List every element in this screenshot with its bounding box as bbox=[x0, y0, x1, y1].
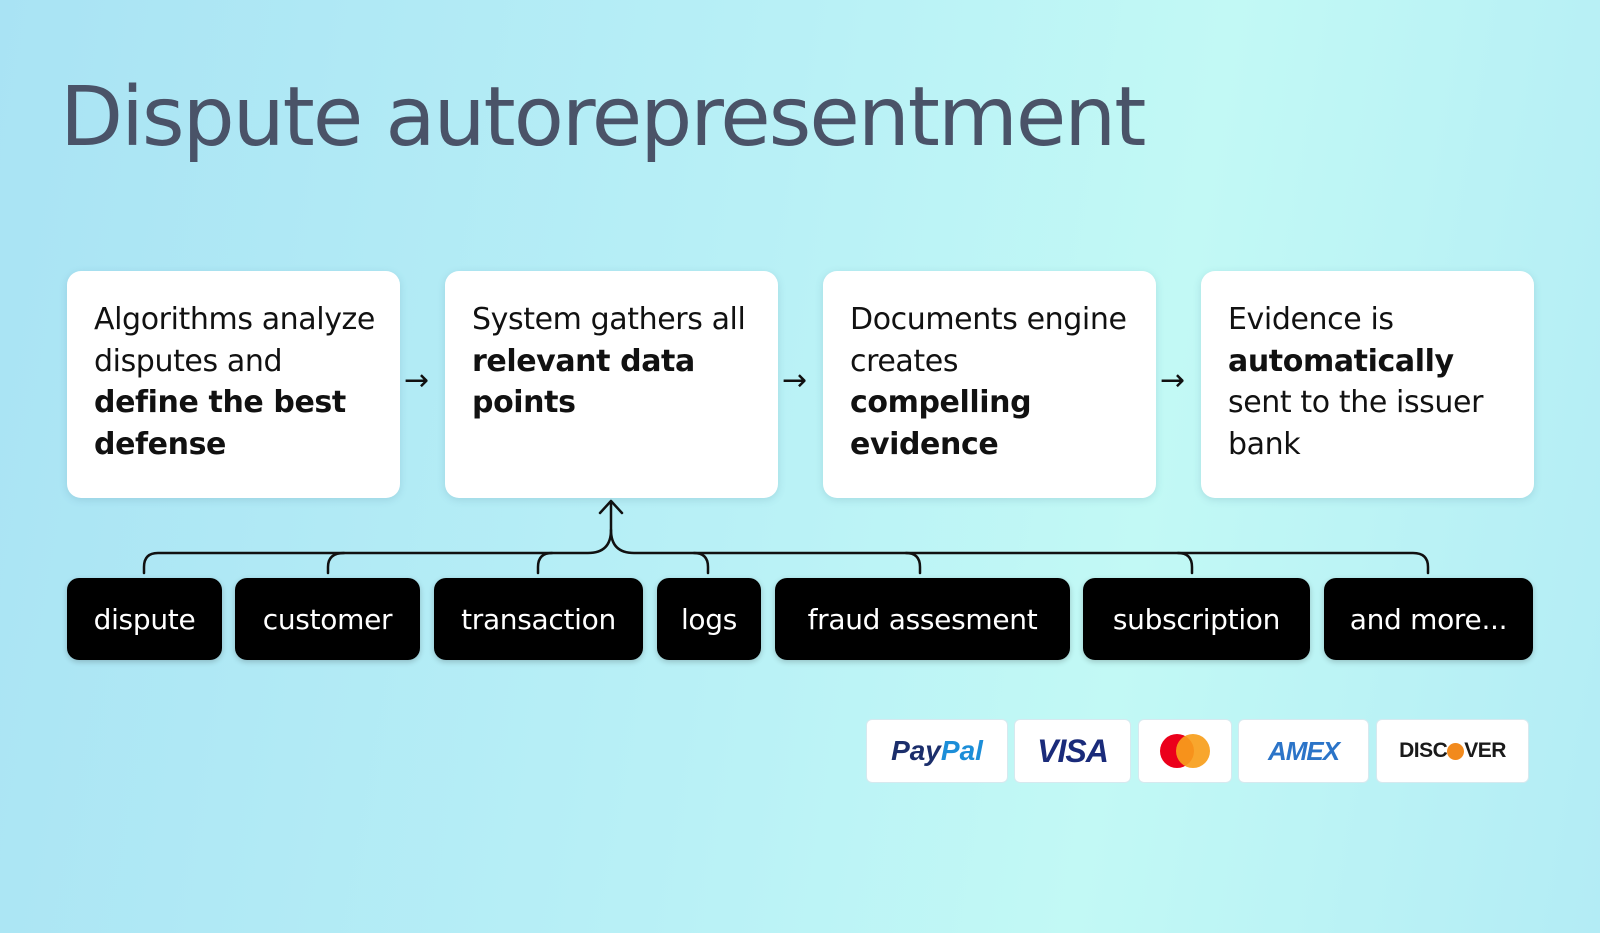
step-text: Evidence is automatically sent to the is… bbox=[1228, 299, 1516, 465]
step-text-bold: relevant data points bbox=[472, 343, 695, 421]
step-text-run: Algorithms analyze disputes and bbox=[94, 302, 375, 379]
mastercard-icon bbox=[1160, 734, 1210, 768]
connector-tick bbox=[904, 551, 922, 575]
page-title: Dispute autorepresentment bbox=[60, 70, 1146, 165]
data-source-pill: customer bbox=[235, 578, 420, 660]
step-text: Documents engine creates compelling evid… bbox=[850, 299, 1138, 465]
step-text-run: Evidence is bbox=[1228, 302, 1394, 337]
discover-logo-pre: DISC bbox=[1399, 739, 1448, 762]
step-text-run: sent to the issuer bank bbox=[1228, 385, 1484, 462]
step-card-send: Evidence is automatically sent to the is… bbox=[1201, 271, 1534, 498]
arrow-right-icon: → bbox=[782, 363, 808, 398]
step-text: Algorithms analyze disputes and define t… bbox=[94, 299, 382, 465]
connector-line bbox=[609, 528, 1430, 575]
amex-logo: AMEX bbox=[1238, 719, 1369, 783]
discover-logo-o: O bbox=[1447, 742, 1465, 760]
arrow-up-icon bbox=[598, 499, 624, 515]
connector-line bbox=[142, 501, 613, 575]
step-text-run: Documents engine creates bbox=[850, 302, 1127, 379]
connector-tick bbox=[1176, 551, 1194, 575]
paypal-logo-pay: Pay bbox=[891, 735, 941, 766]
connector-tick bbox=[692, 551, 710, 575]
data-source-pill: subscription bbox=[1083, 578, 1310, 660]
arrow-right-icon: → bbox=[404, 363, 430, 398]
data-source-pill: dispute bbox=[67, 578, 222, 660]
step-card-analyze: Algorithms analyze disputes and define t… bbox=[67, 271, 400, 498]
data-source-pill: logs bbox=[657, 578, 761, 660]
step-text-bold: automatically bbox=[1228, 343, 1454, 379]
step-text-bold: define the best defense bbox=[94, 385, 346, 462]
data-source-pill: transaction bbox=[434, 578, 643, 660]
arrow-right-icon: → bbox=[1160, 363, 1186, 398]
step-card-gather: System gathers all relevant data points bbox=[445, 271, 778, 498]
visa-logo: VISA bbox=[1014, 719, 1131, 783]
connector-tick bbox=[536, 551, 554, 575]
step-text-run: System gathers all bbox=[472, 302, 746, 337]
mastercard-logo bbox=[1138, 719, 1232, 783]
data-source-pill: and more... bbox=[1324, 578, 1533, 660]
discover-logo-post: VER bbox=[1464, 739, 1506, 762]
discover-logo: DISCOVER bbox=[1376, 719, 1529, 783]
paypal-logo-pal: Pal bbox=[940, 735, 983, 766]
connector-tick bbox=[326, 551, 346, 575]
step-text-bold: compelling evidence bbox=[850, 385, 1032, 462]
data-source-pill: fraud assesment bbox=[775, 578, 1070, 660]
step-text: System gathers all relevant data points bbox=[472, 299, 760, 424]
step-card-documents: Documents engine creates compelling evid… bbox=[823, 271, 1156, 498]
